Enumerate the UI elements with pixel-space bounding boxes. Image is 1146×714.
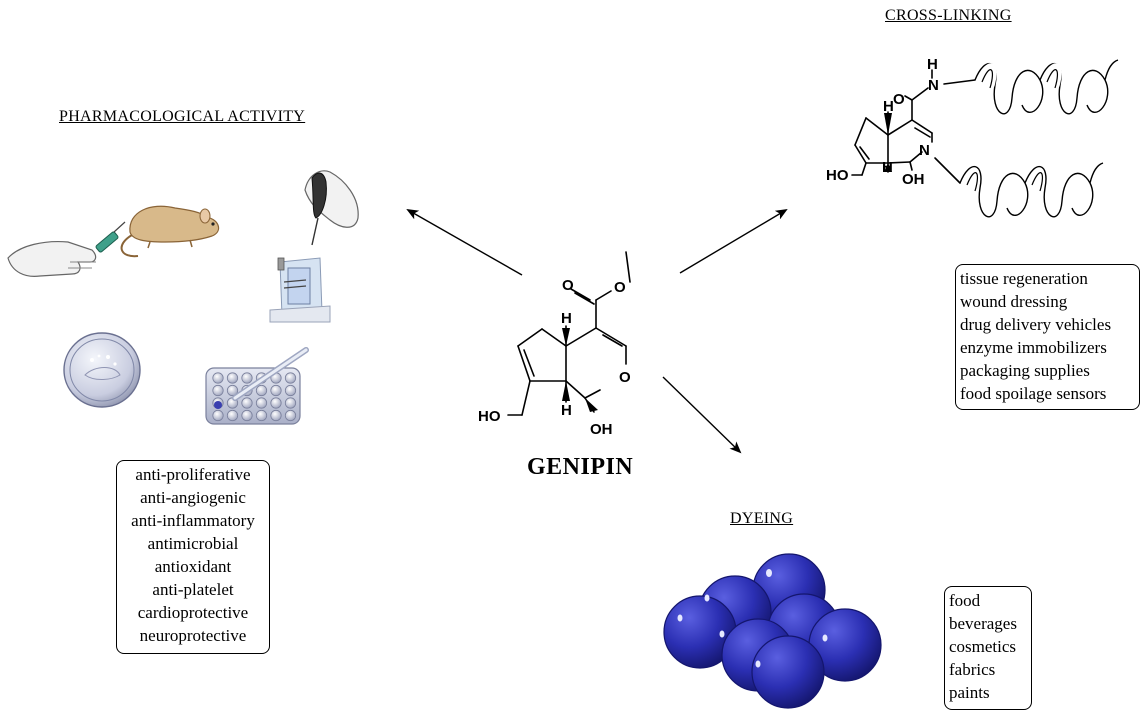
activity-item: antioxidant	[154, 557, 232, 576]
protein-helix-bottom	[959, 162, 1104, 218]
plate-well	[241, 409, 253, 422]
plate-well	[212, 372, 224, 384]
crosslinked-structure	[851, 69, 976, 184]
gloved-hand-electrophoresis	[269, 170, 359, 323]
genipin-label: GENIPIN	[527, 454, 634, 480]
application-item: packaging supplies	[960, 361, 1090, 380]
dye-beads	[663, 553, 882, 709]
activity-item: anti-platelet	[152, 580, 234, 599]
plate-well	[212, 409, 224, 422]
plate-well	[270, 397, 282, 409]
pharmacological-heading: PHARMACOLOGICAL ACTIVITY	[59, 108, 306, 125]
crosslink-h-bottom: H	[882, 159, 893, 176]
crosslink-hydroxyl: OH	[902, 171, 925, 188]
dye-use-item: cosmetics	[949, 637, 1017, 656]
application-item: drug delivery vehicles	[960, 315, 1112, 334]
genipin-h-top: H	[561, 310, 572, 327]
plate-well	[284, 409, 297, 422]
activity-item: antimicrobial	[147, 534, 239, 553]
arrow-to-pharmacological	[406, 209, 523, 276]
application-item: enzyme immobilizers	[960, 338, 1107, 357]
genipin-hydroxymethyl: HO	[478, 408, 501, 425]
plate-well	[226, 384, 239, 397]
plate-well	[212, 384, 224, 397]
dye-use-item: fabrics	[949, 660, 996, 679]
activity-item: anti-proliferative	[135, 465, 251, 484]
genipin-o-ester: O	[614, 279, 626, 296]
arrows	[406, 208, 788, 454]
plate-well	[255, 409, 268, 422]
genipin-h-bottom: H	[561, 402, 572, 419]
genipin-o-ring: O	[619, 369, 631, 386]
plate-well	[284, 372, 297, 384]
crosslink-hydroxymethyl: HO	[826, 167, 849, 184]
crosslink-amide-n: N	[928, 77, 939, 94]
genipin-o-carbonyl: O	[562, 277, 574, 294]
crosslinking-applications-box: tissue regeneration wound dressing drug …	[955, 264, 1140, 410]
application-item: tissue regeneration	[960, 269, 1088, 288]
plate-well	[241, 372, 253, 384]
arrow-to-dyeing	[662, 376, 742, 454]
arrow-to-crosslinking	[679, 208, 788, 274]
dyeing-heading: DYEING	[730, 510, 794, 527]
crosslink-amide-o: O	[893, 91, 905, 108]
plate-well	[255, 384, 268, 397]
pharmacological-activities-box: anti-proliferative anti-angiogenic anti-…	[116, 460, 270, 654]
activity-item: anti-inflammatory	[131, 511, 255, 530]
crosslink-h-top: H	[883, 98, 894, 115]
gloved-hand-syringe	[7, 221, 126, 277]
crosslink-amide-h: H	[927, 56, 938, 73]
genipin-hydroxyl: OH	[590, 421, 613, 438]
dye-use-item: beverages	[949, 614, 1017, 633]
activity-item: anti-angiogenic	[140, 488, 246, 507]
application-item: wound dressing	[960, 292, 1068, 311]
crosslink-ring-n: N	[919, 142, 930, 159]
activity-item: neuroprotective	[139, 626, 247, 645]
dye-use-item: paints	[949, 683, 990, 702]
plate-well	[226, 409, 239, 422]
crosslinking-heading: CROSS-LINKING	[885, 7, 1012, 24]
protein-helix-top	[974, 59, 1119, 115]
petri-dish	[63, 332, 141, 408]
dyeing-uses-box: food beverages cosmetics fabrics paints	[944, 586, 1032, 710]
plate-well	[270, 384, 282, 397]
activity-item: cardioprotective	[137, 603, 249, 622]
plate-well	[226, 372, 239, 384]
rat-illustration	[120, 205, 220, 258]
application-item: food spoilage sensors	[960, 384, 1107, 403]
plate-well	[255, 397, 268, 409]
plate-well	[241, 397, 253, 409]
dye-use-item: food	[949, 591, 981, 610]
plate-well	[270, 409, 282, 422]
well-plate	[205, 347, 309, 425]
plate-well	[284, 397, 297, 409]
plate-well	[284, 384, 297, 397]
